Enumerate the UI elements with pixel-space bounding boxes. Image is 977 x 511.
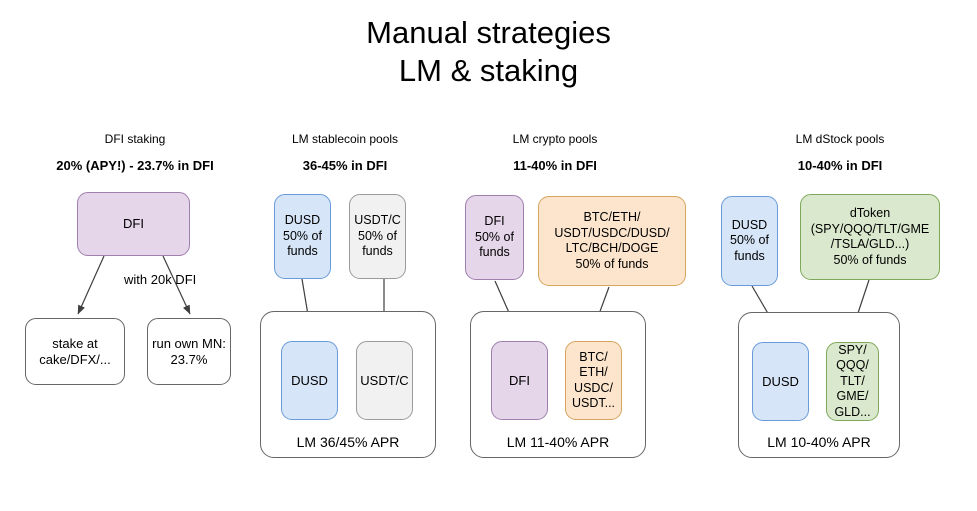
pool-label-lm-stablecoin: LM 36/45% APR xyxy=(296,434,400,450)
arrow-dfi-to-stake xyxy=(77,255,105,315)
pool-label-lm-crypto: LM 11-40% APR xyxy=(506,434,610,450)
column-header-lm-crypto: LM crypto pools xyxy=(512,132,598,146)
input-dusd-dstock[interactable]: DUSD 50% of funds xyxy=(721,196,778,286)
column-subheader-lm-dstock: 10-40% in DFI xyxy=(797,158,883,173)
node-run-own-mn[interactable]: run own MN: 23.7% xyxy=(147,318,231,385)
pool-token-crypto-basket[interactable]: BTC/ ETH/ USDC/ USDT... xyxy=(565,341,622,420)
pool-token-dusd-dstock[interactable]: DUSD xyxy=(752,342,809,421)
pool-token-usdtc-stablecoin[interactable]: USDT/C xyxy=(356,341,413,420)
pool-token-dfi-crypto[interactable]: DFI xyxy=(491,341,548,420)
input-dfi-crypto[interactable]: DFI 50% of funds xyxy=(465,195,524,280)
input-dtoken-basket[interactable]: dToken (SPY/QQQ/TLT/GME /TSLA/GLD...) 50… xyxy=(800,194,940,280)
input-dusd-stablecoin[interactable]: DUSD 50% of funds xyxy=(274,194,331,279)
edge-label-with-20k-dfi: with 20k DFI xyxy=(124,272,197,287)
column-header-lm-stablecoin: LM stablecoin pools xyxy=(291,132,399,146)
column-subheader-lm-stablecoin: 36-45% in DFI xyxy=(302,158,388,173)
page-title: Manual strategies LM & staking xyxy=(366,15,611,88)
input-crypto-basket[interactable]: BTC/ETH/ USDT/USDC/DUSD/ LTC/BCH/DOGE 50… xyxy=(538,196,686,286)
input-usdtc-stablecoin[interactable]: USDT/C 50% of funds xyxy=(349,194,406,279)
node-dfi-source[interactable]: DFI xyxy=(77,192,190,256)
column-subheader-lm-crypto: 11-40% in DFI xyxy=(513,158,597,173)
pool-token-dusd-stablecoin[interactable]: DUSD xyxy=(281,341,338,420)
pool-token-dstock-basket[interactable]: SPY/ QQQ/ TLT/ GME/ GLD... xyxy=(826,342,879,421)
column-header-dfi-staking: DFI staking xyxy=(104,132,166,146)
column-header-lm-dstock: LM dStock pools xyxy=(795,132,885,146)
column-subheader-dfi-staking: 20% (APY!) - 23.7% in DFI xyxy=(56,158,214,173)
node-stake-at-cake[interactable]: stake at cake/DFX/... xyxy=(25,318,125,385)
pool-label-lm-dstock: LM 10-40% APR xyxy=(767,434,871,450)
